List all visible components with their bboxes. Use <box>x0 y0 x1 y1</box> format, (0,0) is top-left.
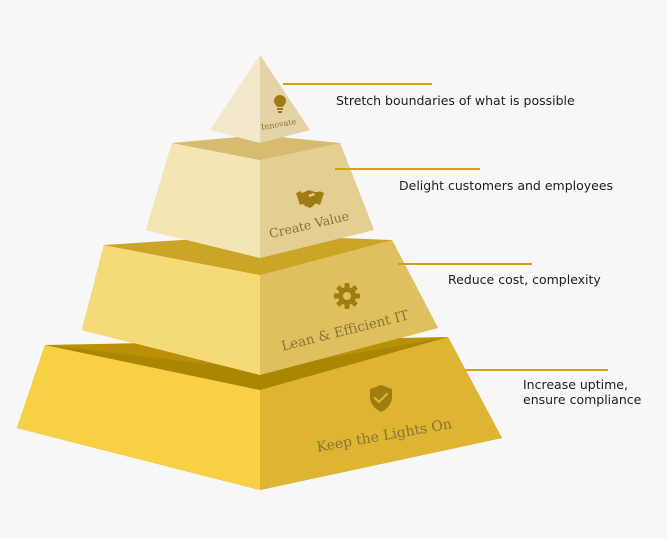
shield-check-icon <box>370 385 392 412</box>
gear-icon <box>334 283 360 309</box>
tier-keep-the-lights-on <box>17 337 502 490</box>
connector-lines <box>283 83 608 371</box>
handshake-icon <box>296 190 324 208</box>
description-create-value: Delight customers and employees <box>399 178 614 193</box>
lightbulb-icon <box>274 95 286 113</box>
tier-innovate <box>210 55 310 143</box>
description-line-2: ensure compliance <box>523 392 642 407</box>
tier-lean-efficient-it <box>82 235 438 375</box>
description-innovate: Stretch boundaries of what is possible <box>336 93 575 108</box>
description-line-1: Increase uptime, <box>523 377 628 392</box>
description-keep-the-lights-on: Increase uptime, ensure compliance <box>523 377 641 407</box>
description-lean-efficient-it: Reduce cost, complexity <box>448 272 601 287</box>
